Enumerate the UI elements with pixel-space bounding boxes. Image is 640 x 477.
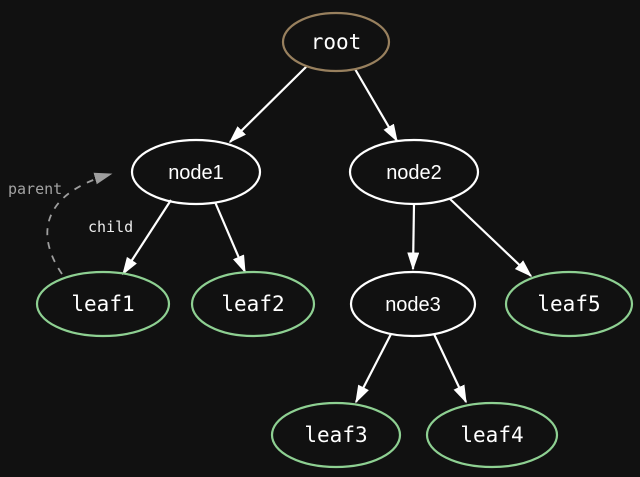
node-leaf1-label: leaf1 <box>71 292 134 316</box>
edge-node1-leaf2 <box>213 201 247 274</box>
node-root: root <box>281 11 391 73</box>
node-node1-label: node1 <box>168 162 224 184</box>
edge-node3-leaf3 <box>355 333 392 404</box>
node-leaf4-label: leaf4 <box>460 423 523 447</box>
node-leaf1: leaf1 <box>35 270 171 338</box>
node-leaf1-ellipse <box>35 270 171 338</box>
node-leaf5-label: leaf5 <box>537 292 600 316</box>
edge-label-child: child <box>88 218 133 236</box>
node-node2: node2 <box>348 138 480 206</box>
node-node2-label: node2 <box>386 162 442 184</box>
edge-node2-node3 <box>407 203 420 271</box>
edge-node2-leaf5 <box>449 198 533 278</box>
node-node3: node3 <box>349 270 477 338</box>
node-leaf4: leaf4 <box>425 401 559 469</box>
node-leaf2-label: leaf2 <box>221 292 284 316</box>
edge-label-parent: parent <box>8 180 62 198</box>
node-node2-ellipse <box>348 138 480 206</box>
node-node1-ellipse <box>130 138 262 206</box>
edge-root-node1 <box>228 65 308 144</box>
node-node3-label: node3 <box>385 294 441 316</box>
node-node1: node1 <box>130 138 262 206</box>
node-root-label: root <box>311 30 362 54</box>
node-leaf3-label: leaf3 <box>304 423 367 447</box>
edge-leaf1-node1 <box>46 172 113 275</box>
node-leaf3: leaf3 <box>270 401 402 469</box>
node-leaf5: leaf5 <box>504 270 634 338</box>
node-node3-ellipse <box>349 270 477 338</box>
node-leaf4-ellipse <box>425 401 559 469</box>
node-leaf2-ellipse <box>190 270 316 338</box>
node-leaf2: leaf2 <box>190 270 316 338</box>
node-leaf5-ellipse <box>504 270 634 338</box>
edge-node1-leaf1 <box>122 199 172 276</box>
edge-node3-leaf4 <box>433 333 467 404</box>
edge-root-node2 <box>354 68 398 143</box>
node-root-ellipse <box>281 11 391 73</box>
node-leaf3-ellipse <box>270 401 402 469</box>
